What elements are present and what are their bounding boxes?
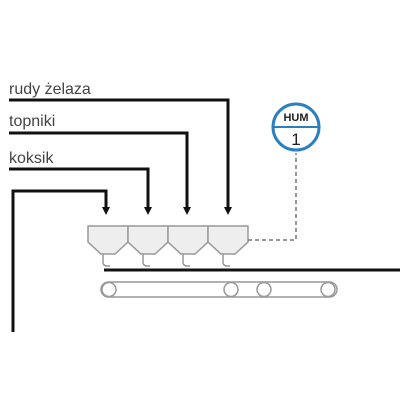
conveyor-roller-1 — [101, 281, 117, 298]
label-coke: koksik — [9, 150, 54, 167]
conveyor-roller-3 — [256, 281, 272, 298]
hopper-3 — [167, 225, 209, 255]
hopper-1 — [87, 225, 129, 255]
signal-line — [248, 153, 297, 241]
label-iron-ore: rudy żelaza — [9, 81, 91, 98]
hopper-2 — [127, 225, 169, 255]
conveyor-roller-2 — [223, 281, 239, 298]
instrument-bubble: HUM 1 — [271, 102, 321, 152]
conveyor-belt — [100, 281, 338, 298]
flow-line-flux — [9, 131, 191, 215]
flow-line-return — [11, 189, 110, 332]
flow-line-iron-ore — [9, 98, 232, 215]
hopper-group — [87, 225, 249, 255]
label-flux: topniki — [9, 113, 55, 130]
hopper-4 — [207, 225, 249, 255]
conveyor-roller-4 — [320, 281, 336, 298]
hopper-chutes — [102, 254, 230, 267]
flow-line-coke — [9, 167, 152, 215]
instrument-tag: HUM — [283, 112, 308, 124]
instrument-number: 1 — [291, 130, 300, 149]
